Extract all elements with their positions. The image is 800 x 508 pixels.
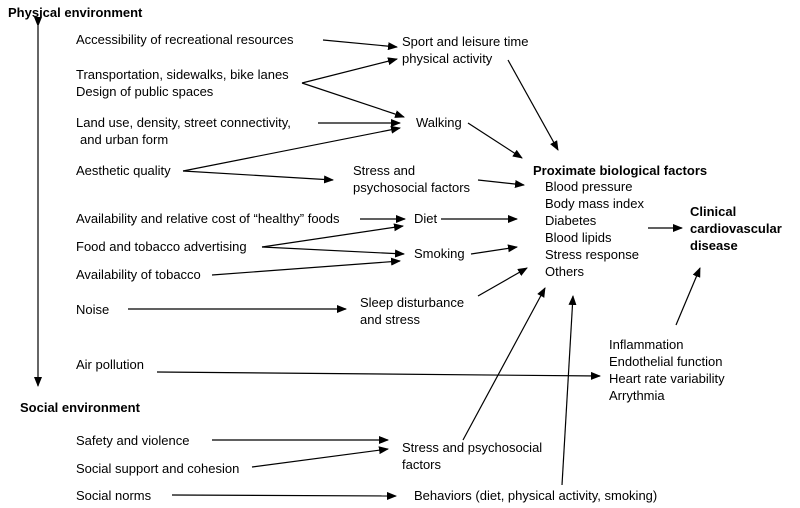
arrow-air-to-inflammation xyxy=(156,371,601,380)
outcome-line2: cardiovascular xyxy=(690,221,782,236)
mediator-social-stress: Stress and psychosocial factors xyxy=(402,439,542,473)
outcome-line3: disease xyxy=(690,238,738,253)
mediator-walking: Walking xyxy=(416,115,462,130)
mediator-inflammation-line1: Inflammation xyxy=(609,337,684,352)
proximate-item: Blood pressure xyxy=(545,179,633,194)
arrow-support-to-stress xyxy=(251,446,389,468)
arrow-inflammation-to-outcome xyxy=(675,267,701,326)
arrow-sport-to-proximate xyxy=(507,59,559,151)
mediator-stress: Stress and psychosocial factors xyxy=(353,162,470,196)
exposure-advertising: Food and tobacco advertising xyxy=(76,239,247,254)
exposure-support: Social support and cohesion xyxy=(76,461,240,476)
exposure-safety: Safety and violence xyxy=(76,433,190,448)
arrow-stress-to-proximate xyxy=(477,179,525,189)
arrow-walking-to-proximate xyxy=(467,122,523,159)
exposure-transport-line1: Transportation, sidewalks, bike lanes xyxy=(76,67,289,82)
proximate-title: Proximate biological factors xyxy=(533,163,708,178)
mediator-smoking: Smoking xyxy=(414,246,465,261)
exposure-landuse: Land use, density, street connectivity, … xyxy=(76,114,291,148)
exposure-aesthetic: Aesthetic quality xyxy=(76,163,171,178)
exposure-recreation: Accessibility of recreational resources xyxy=(76,32,294,47)
proximate-item: Stress response xyxy=(545,247,639,262)
mediator-social-stress-line1: Stress and psychosocial xyxy=(402,440,543,455)
arrow-aesthetic-to-stress xyxy=(182,170,334,184)
proximate-list: Blood pressure Body mass index Diabetes … xyxy=(545,178,644,280)
exposure-norms: Social norms xyxy=(76,488,152,503)
mediator-inflammation-line3: Heart rate variability xyxy=(609,371,725,386)
mediator-sleep-line2: and stress xyxy=(360,312,420,327)
mediator-diet: Diet xyxy=(414,211,438,226)
proximate-item: Others xyxy=(545,264,585,279)
mediator-sport: Sport and leisure time physical activity xyxy=(402,33,528,67)
exposure-transport-line2: Design of public spaces xyxy=(76,84,214,99)
mediator-sleep: Sleep disturbance and stress xyxy=(360,294,464,328)
exposure-landuse-line2: and urban form xyxy=(80,132,169,147)
mediator-social-stress-line2: factors xyxy=(402,457,442,472)
mediator-inflammation-line2: Endothelial function xyxy=(609,354,723,369)
mediator-sleep-line1: Sleep disturbance xyxy=(360,295,465,310)
arrow-advertising-to-diet xyxy=(261,223,404,248)
physical-environment-heading: Physical environment xyxy=(8,5,143,20)
proximate-item: Body mass index xyxy=(545,196,644,211)
arrow-recreation-to-sport xyxy=(322,39,398,51)
mediator-inflammation: Inflammation Endothelial function Heart … xyxy=(609,336,725,404)
arrow-tobacco-to-smoking xyxy=(211,257,401,276)
exposure-tobacco: Availability of tobacco xyxy=(76,267,201,282)
proximate-item: Diabetes xyxy=(545,213,597,228)
arrow-transport-to-walking xyxy=(301,82,405,118)
social-environment-heading: Social environment xyxy=(20,400,140,415)
outcome-line1: Clinical xyxy=(690,204,737,219)
mediator-stress-line2: psychosocial factors xyxy=(353,180,471,195)
mediator-sport-line1: Sport and leisure time xyxy=(402,34,529,49)
exposure-landuse-line1: Land use, density, street connectivity, xyxy=(76,115,291,130)
exposure-noise: Noise xyxy=(76,302,110,317)
arrow-norms-to-behaviors xyxy=(171,491,397,500)
mediator-behaviors: Behaviors (diet, physical activity, smok… xyxy=(414,488,658,503)
arrow-social-stress-to-proximate xyxy=(462,287,546,441)
exposure-foods: Availability and relative cost of “healt… xyxy=(76,211,340,226)
arrow-aesthetic-to-walking xyxy=(182,125,401,172)
arrow-smoking-to-proximate xyxy=(470,244,518,255)
mediator-inflammation-line4: Arrythmia xyxy=(609,388,665,403)
exposure-transport: Transportation, sidewalks, bike lanes De… xyxy=(76,66,289,100)
mediator-stress-line1: Stress and xyxy=(353,163,416,178)
arrow-sleep-to-proximate xyxy=(477,267,528,297)
mediator-sport-line2: physical activity xyxy=(402,51,493,66)
outcome-label: Clinical cardiovascular disease xyxy=(690,203,782,254)
arrow-behaviors-to-proximate xyxy=(561,295,577,486)
arrow-transport-to-sport xyxy=(301,57,398,84)
arrow-advertising-to-smoking xyxy=(261,246,405,258)
proximate-item: Blood lipids xyxy=(545,230,612,245)
exposure-air-pollution: Air pollution xyxy=(76,357,144,372)
